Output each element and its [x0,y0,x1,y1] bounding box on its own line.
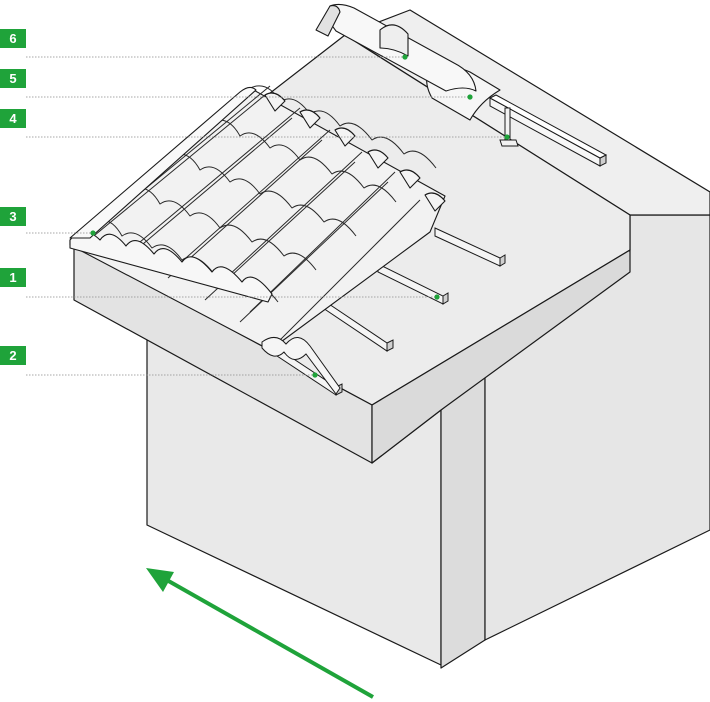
roof-tiles [69,85,446,351]
callout-badge-3: 3 [0,207,26,226]
column-side-face [440,373,486,669]
eave-tile-fronts [69,231,273,303]
direction-arrow-icon [146,568,374,699]
marker-dots [90,54,510,378]
right-edge-tile-ends [264,92,446,212]
callout-badge-6: 6 [0,29,26,48]
slab-side-face [371,249,631,464]
ridge-tile-upper-curve [379,24,409,57]
ridge-support-bracket [499,107,519,147]
ridge-tiles [315,3,501,121]
marker-dot-3 [90,230,96,236]
eave-closure [261,337,341,395]
callout-badge-5: 5 [0,69,26,88]
ridge-beam [488,94,608,167]
battens [267,227,506,396]
marker-dot-5 [467,94,473,100]
callout-badge-1: 1 [0,268,26,287]
marker-dot-6 [402,54,408,60]
marker-dot-1 [434,294,440,300]
verge-tiles [69,86,257,239]
leader-lines [26,56,507,376]
concrete-structure [73,9,710,669]
marker-dot-4 [504,134,510,140]
callout-badge-2: 2 [0,346,26,365]
ridge-tile-left-cap [315,5,341,37]
marker-dot-2 [312,372,318,378]
callout-badge-4: 4 [0,109,26,128]
